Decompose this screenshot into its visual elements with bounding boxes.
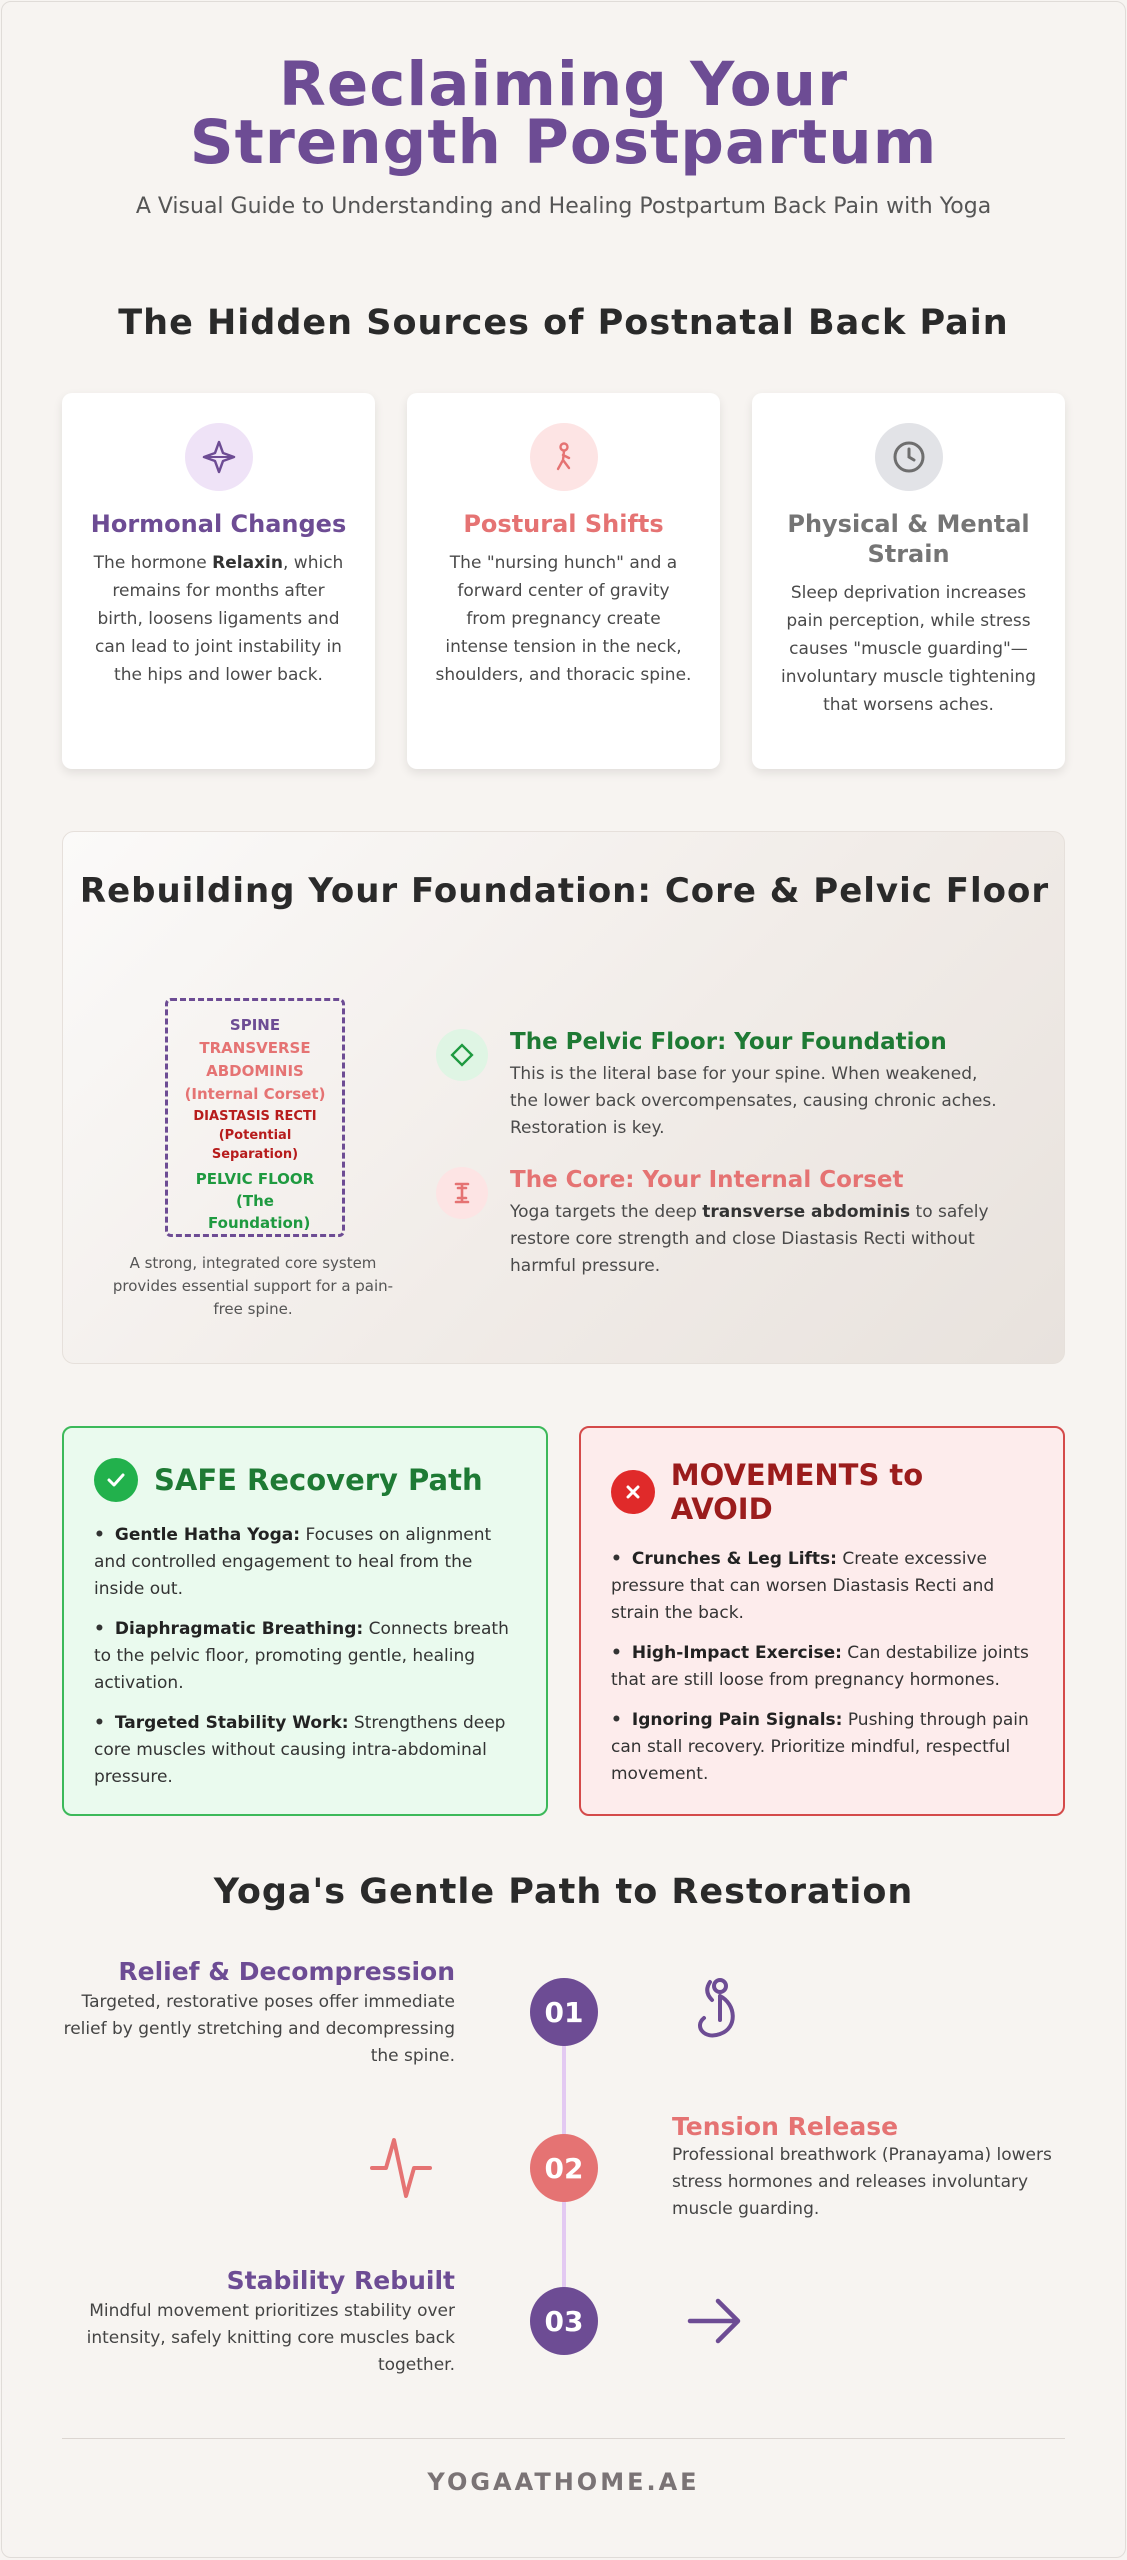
safe-list: Gentle Hatha Yoga: Focuses on alignment …	[94, 1522, 516, 1791]
restoration-title: Yoga's Gentle Path to Restoration	[213, 1872, 914, 1912]
diagram-diastasis-sub: (Potential Separation)	[211, 1128, 299, 1162]
diagram-caption: A strong, integrated core system provide…	[112, 1254, 394, 1318]
feature-title: The Core: Your Internal Corset	[510, 1167, 904, 1193]
feature-text: This is the literal base for your spine.…	[510, 1064, 997, 1138]
sources-cards: Hormonal Changes The hormone Relaxin, wh…	[62, 393, 1065, 769]
close-icon	[611, 1470, 655, 1514]
stretch-figure-icon	[680, 1972, 750, 2056]
footer-divider	[62, 2438, 1065, 2439]
arrow-right-icon	[682, 2288, 748, 2358]
step-1-number: 01	[530, 1978, 598, 2046]
list-item: Diaphragmatic Breathing: Connects breath…	[94, 1616, 516, 1697]
card-hormonal-changes: Hormonal Changes The hormone Relaxin, wh…	[62, 393, 375, 769]
step-1-title: Relief & Decompression	[118, 1957, 455, 1986]
diamond-icon	[436, 1029, 488, 1081]
card-physical-mental-strain: Physical & Mental Strain Sleep deprivati…	[752, 393, 1065, 769]
sources-section-title: The Hidden Sources of Postnatal Back Pai…	[118, 303, 1009, 343]
card-title: Postural Shifts	[463, 510, 664, 538]
step-2-text: Professional breathwork (Pranayama) lowe…	[672, 2145, 1052, 2219]
card-text: The hormone Relaxin, which remains for m…	[93, 553, 344, 685]
feature-text: Yoga targets the deep transverse abdomin…	[510, 1202, 989, 1276]
header: Reclaiming Your Strength Postpartum A Vi…	[0, 49, 1127, 222]
avoid-list: Crunches & Leg Lifts: Create excessive p…	[611, 1546, 1033, 1788]
card-postural-shifts: Postural Shifts The "nursing hunch" and …	[407, 393, 720, 769]
clock-icon	[874, 423, 943, 491]
diagram-pelvic-sub: (The Foundation)	[208, 1192, 311, 1232]
step-3-title: Stability Rebuilt	[226, 2266, 455, 2295]
avoid-panel: MOVEMENTS to AVOID Crunches & Leg Lifts:…	[579, 1426, 1065, 1816]
safe-panel-header: SAFE Recovery Path	[94, 1458, 516, 1502]
card-text: Sleep deprivation increases pain percept…	[780, 583, 1037, 715]
pulse-icon	[368, 2128, 438, 2212]
step-3-text: Mindful movement prioritizes stability o…	[86, 2301, 455, 2375]
avoid-panel-title: MOVEMENTS to AVOID	[670, 1458, 924, 1526]
diagram-diastasis: DIASTASIS RECTI	[193, 1109, 317, 1124]
feature-title: The Pelvic Floor: Your Foundation	[510, 1029, 947, 1055]
foundation-section: Rebuilding Your Foundation: Core & Pelvi…	[62, 831, 1065, 1364]
step-1-text: Targeted, restorative poses offer immedi…	[63, 1992, 455, 2066]
safe-panel-title: SAFE Recovery Path	[154, 1463, 483, 1497]
card-text: The "nursing hunch" and a forward center…	[435, 553, 692, 685]
step-2-title: Tension Release	[672, 2112, 899, 2141]
core-diagram: SPINE TRANSVERSE ABDOMINIS (Internal Cor…	[165, 998, 345, 1237]
footer-brand: YOGAATHOME.AE	[427, 2468, 700, 2496]
safe-panel: SAFE Recovery Path Gentle Hatha Yoga: Fo…	[62, 1426, 548, 1816]
list-item: Targeted Stability Work: Strengthens dee…	[94, 1710, 516, 1791]
list-item: Gentle Hatha Yoga: Focuses on alignment …	[94, 1522, 516, 1603]
diagram-pelvic-floor: PELVIC FLOOR	[195, 1170, 315, 1188]
step-2-number: 02	[530, 2134, 598, 2202]
foundation-title: Rebuilding Your Foundation: Core & Pelvi…	[79, 871, 1050, 911]
card-title: Physical & Mental Strain	[787, 510, 1030, 568]
diagram-spine: SPINE	[229, 1016, 281, 1034]
posture-icon	[529, 423, 598, 491]
diagram-transverse-sub: (Internal Corset)	[184, 1085, 326, 1103]
card-title: Hormonal Changes	[90, 510, 347, 538]
corset-icon	[436, 1167, 488, 1219]
page-subtitle: A Visual Guide to Understanding and Heal…	[135, 194, 992, 219]
step-3-number: 03	[530, 2287, 598, 2355]
list-item: High-Impact Exercise: Can destabilize jo…	[611, 1640, 1033, 1694]
page-title: Reclaiming Your Strength Postpartum	[189, 49, 938, 178]
list-item: Ignoring Pain Signals: Pushing through p…	[611, 1707, 1033, 1788]
avoid-panel-header: MOVEMENTS to AVOID	[611, 1458, 1033, 1526]
sparkle-icon	[184, 423, 253, 491]
diagram-transverse: TRANSVERSE ABDOMINIS	[199, 1039, 311, 1080]
list-item: Crunches & Leg Lifts: Create excessive p…	[611, 1546, 1033, 1627]
check-icon	[94, 1458, 138, 1502]
